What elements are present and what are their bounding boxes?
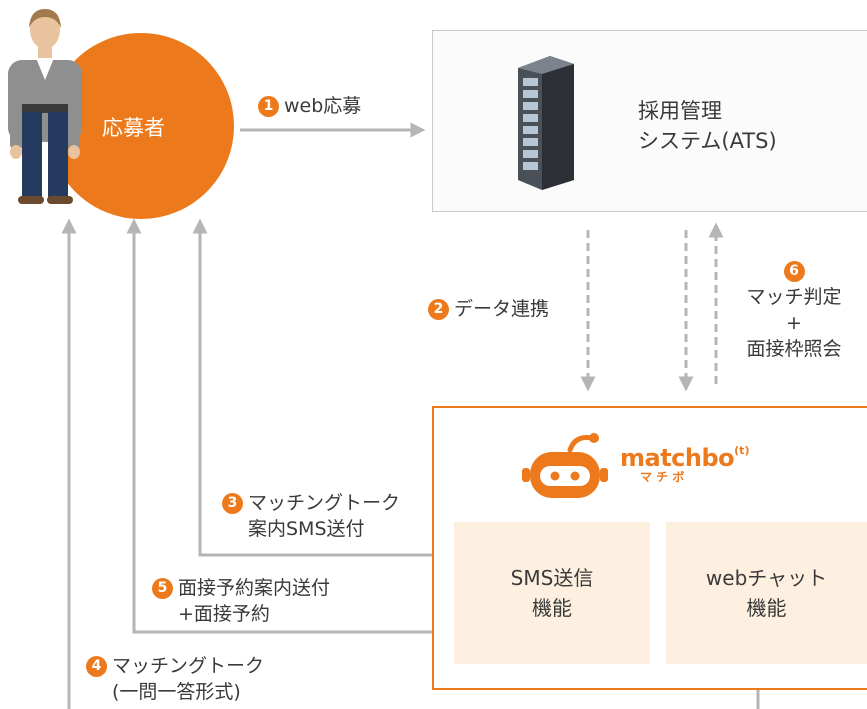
step3-line1: マッチングトーク (248, 492, 401, 514)
step5-line2: +面接予約 (178, 603, 270, 625)
matchbo-logo-text: matchbo(t) マ チ ボ (620, 444, 749, 485)
sms-function-panel: SMS送信 機能 (454, 522, 650, 664)
robot-logo-icon (522, 433, 608, 498)
webchat-function-line1: webチャット (705, 566, 828, 590)
step2-text: データ連携 (454, 298, 550, 320)
step-number-badge: 3 (222, 493, 243, 514)
step6-line3: 面接枠照会 (746, 338, 842, 360)
step-number-badge: 1 (258, 96, 279, 117)
step5-line1: 面接予約案内送付 (178, 577, 331, 599)
ats-title-line2: システム(ATS) (638, 129, 777, 153)
ats-title-line1: 採用管理 (638, 99, 722, 123)
webchat-function-line2: 機能 (746, 596, 787, 620)
logo-wordmark: matchbo (620, 444, 735, 472)
arrow-step5 (126, 218, 454, 634)
step-number-badge: 4 (86, 656, 107, 677)
step-number-badge: 6 (783, 261, 805, 282)
step-number-badge: 5 (152, 578, 173, 599)
sms-function-line2: 機能 (532, 596, 572, 620)
step4-line2: (一問一答形式) (112, 681, 241, 703)
applicant-label: 応募者 (102, 116, 165, 140)
person-icon (8, 9, 82, 204)
server-icon (518, 56, 574, 190)
arrow-step3 (192, 218, 454, 557)
step3-line2: 案内SMS送付 (248, 518, 365, 540)
step6-line2: + (786, 312, 802, 334)
step1-text: web応募 (284, 95, 362, 117)
step4-line1: マッチングトーク (112, 655, 265, 677)
webchat-function-panel: webチャット 機能 (666, 522, 867, 664)
logo-kana: マ チ ボ (640, 470, 685, 484)
logo-sup: (t) (734, 444, 750, 457)
ats-title: 採用管理 システム(ATS) (638, 96, 777, 156)
ats-box (432, 30, 867, 212)
step-number-badge: 2 (428, 299, 449, 320)
sms-function-line1: SMS送信 (510, 566, 594, 590)
step6-label: 6 マッチ判定 + 面接枠照会 (734, 258, 854, 362)
step6-line1: マッチ判定 (746, 286, 842, 308)
